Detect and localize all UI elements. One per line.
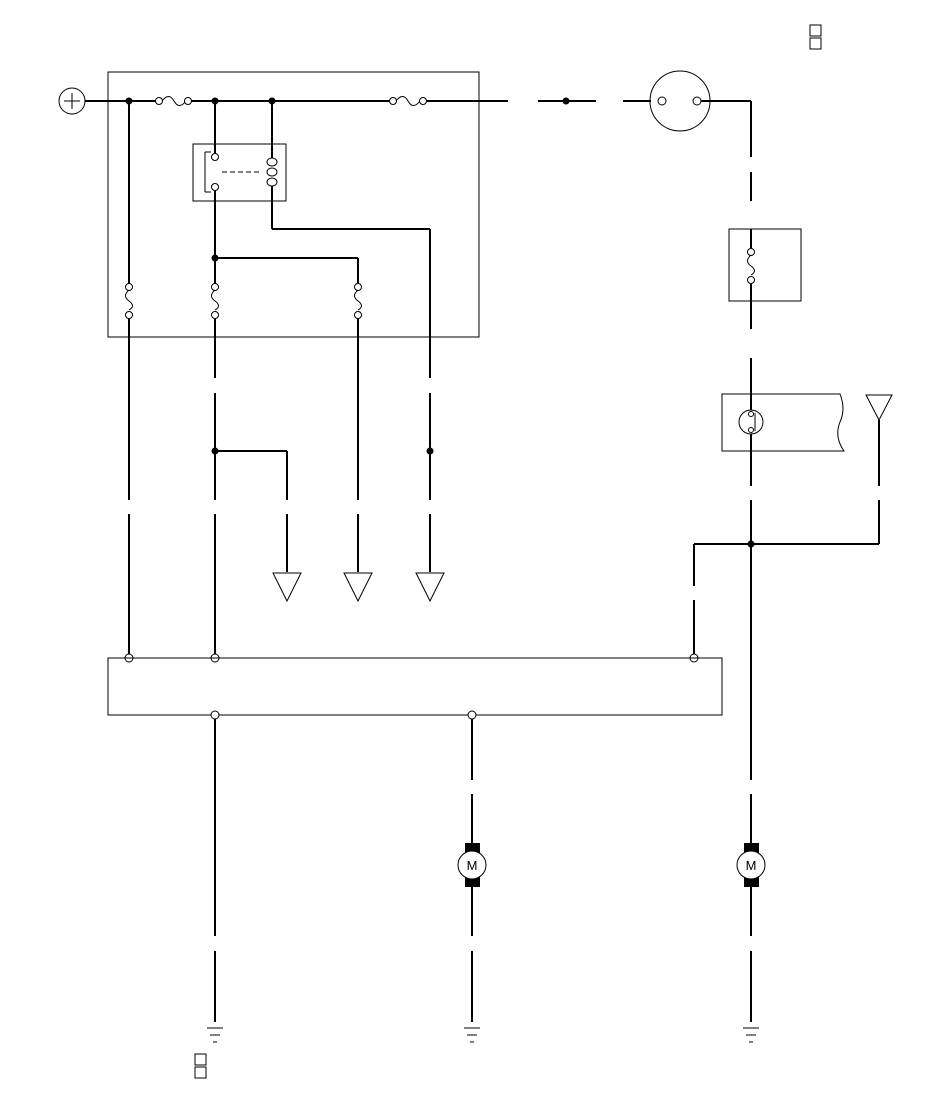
wire-coil: [426, 229, 434, 572]
main-fuse-1-icon: [155, 96, 192, 106]
battery-positive-icon: [58, 87, 86, 115]
wire-fused-branch: [354, 258, 362, 572]
wire-lower-left: [210, 710, 220, 1022]
power-bus: [85, 97, 651, 105]
motor-2-label: M: [746, 858, 757, 873]
relay-icon: [192, 101, 430, 230]
top-right-glyph-mark: [809, 24, 822, 50]
wire-left: [124, 101, 134, 663]
ground-1-icon: [207, 1027, 223, 1043]
terminal-triangle-2-icon: [343, 572, 373, 603]
motor-1-label: M: [467, 858, 478, 873]
terminal-triangle-3-icon: [415, 572, 445, 603]
fuse-relay-box: [107, 71, 480, 338]
main-fuse-2-icon: [389, 96, 427, 106]
ground-3-icon: [743, 1027, 759, 1043]
ground-2-icon: [464, 1027, 480, 1043]
bottom-left-glyph-mark: [194, 1053, 207, 1079]
terminal-triangle-1-icon: [272, 514, 302, 603]
connector-circle-icon: [649, 70, 752, 157]
motor-1-icon: M: [457, 843, 487, 887]
switch-block-icon: [689, 358, 893, 780]
control-module-box: [107, 657, 723, 716]
motor-2-icon: M: [736, 843, 766, 887]
wire-relay-output: [210, 191, 358, 663]
right-fuse-box: [728, 172, 802, 329]
